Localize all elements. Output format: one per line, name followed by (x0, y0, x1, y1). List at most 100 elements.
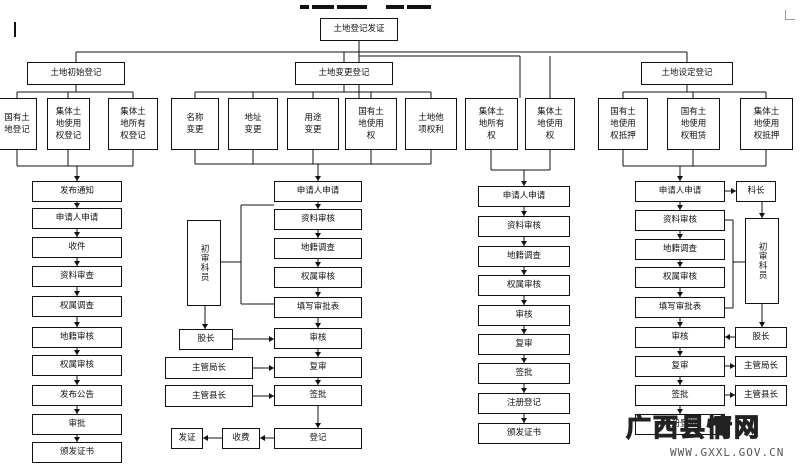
setting-step-8: 注册登记 (635, 414, 725, 435)
root-box: 土地登记发证 (320, 18, 398, 41)
change-type-1: 地址 变更 (228, 98, 278, 150)
connector-arrow-72 (202, 324, 208, 329)
connector-arrow-124 (677, 292, 683, 297)
change-bottom-fee: 收费 (222, 428, 260, 449)
connector-arrow-33 (74, 380, 80, 385)
change-step-2: 地籍调查 (274, 238, 362, 259)
change-step-4: 填写审批表 (274, 297, 362, 318)
connector-arrow-58 (315, 262, 321, 267)
setting-type-1: 国有土 地使用 权租赁 (667, 98, 720, 150)
ownership-step-6: 签批 (478, 363, 570, 384)
connector-arrow-78 (269, 393, 274, 399)
text-cursor (14, 22, 16, 37)
connector-arrow-97 (521, 300, 527, 305)
connector-arrow-136 (759, 213, 765, 218)
ownership-step-0: 申请人申请 (478, 186, 570, 207)
setting-step-5: 审核 (635, 327, 725, 348)
connector-arrow-66 (315, 380, 321, 385)
change-step-3: 权属审核 (274, 267, 362, 288)
setting-step-3: 权属审核 (635, 267, 725, 288)
connector-arrow-31 (74, 350, 80, 355)
initial-type-2: 集体土 地所有 权登记 (108, 98, 158, 150)
connector-arrow-146 (730, 363, 735, 369)
connector-arrow-54 (315, 204, 321, 209)
setting-step-2: 地籍调查 (635, 239, 725, 260)
connector-arrow-103 (521, 388, 527, 393)
change-step-7: 签批 (274, 385, 362, 406)
initial-registration-header: 土地初始登记 (27, 62, 125, 85)
initial-step-5: 地籍审核 (32, 327, 122, 348)
connector-arrow-84 (203, 435, 208, 441)
connector-arrow-76 (269, 365, 274, 371)
change-step-6: 复审 (274, 357, 362, 378)
connector-arrow-25 (74, 261, 80, 266)
watermark: 广西县情网 WWW.GXXL.GOV.CN (625, 408, 807, 473)
connector-arrow-130 (677, 380, 683, 385)
change-bottom-issue-cert: 发证 (171, 428, 203, 449)
setting-type-2: 集体土 地使用 权抵押 (740, 98, 793, 150)
connector-arrow-134 (731, 188, 736, 194)
initial-step-4: 权属调查 (32, 296, 122, 317)
connector-arrow-118 (677, 205, 683, 210)
connector-arrow-128 (677, 351, 683, 356)
change-preliminary-reviewer: 初审科员 (187, 220, 221, 306)
connector-arrow-93 (521, 241, 527, 246)
setting-step-0: 申请人申请 (635, 181, 725, 202)
setting-step-4: 填写审批表 (635, 297, 725, 318)
initial-step-9: 颁发证书 (32, 442, 122, 463)
ownership-type-0: 集体土 地所有 权 (465, 98, 518, 150)
change-step-5: 审核 (274, 328, 362, 349)
change-step-1: 资料审核 (274, 209, 362, 230)
connector-arrow-23 (74, 232, 80, 237)
change-type-3: 国有土 地使用 权 (345, 98, 397, 150)
connector-arrow-89 (521, 181, 527, 186)
setting-side-1: 主管局长 (735, 356, 787, 377)
change-step-8: 登记 (274, 428, 362, 449)
connector-arrow-64 (315, 352, 321, 357)
initial-step-2: 收件 (32, 237, 122, 258)
connector-arrow-80 (315, 423, 321, 428)
change-step-0: 申请人申请 (274, 181, 362, 202)
setting-section-chief: 科长 (736, 181, 776, 202)
page-corner-mark (785, 10, 795, 20)
connector-arrow-19 (74, 176, 80, 181)
connector-arrow-105 (521, 418, 527, 423)
ownership-step-2: 地籍调查 (478, 246, 570, 267)
initial-step-6: 权属审核 (32, 355, 122, 376)
connector-arrow-56 (315, 233, 321, 238)
setting-type-0: 国有土 地使用 权抵押 (598, 98, 648, 150)
change-type-2: 用途 变更 (287, 98, 339, 150)
connector-arrow-82 (260, 435, 265, 441)
setting-preliminary-reviewer: 初审科员 (745, 218, 779, 304)
initial-step-8: 审批 (32, 414, 122, 435)
connector-arrow-99 (521, 329, 527, 334)
connector-arrow-122 (677, 262, 683, 267)
setting-step-1: 资料审核 (635, 210, 725, 231)
ownership-step-4: 审核 (478, 305, 570, 326)
ownership-step-3: 权属审核 (478, 275, 570, 296)
connector-arrow-21 (74, 203, 80, 208)
change-registration-header: 土地变更登记 (295, 62, 393, 85)
connector-arrow-27 (74, 291, 80, 296)
initial-type-0: 国有土 地登记 (0, 98, 37, 150)
initial-type-1: 集体土 地使用 权登记 (47, 98, 90, 150)
ownership-step-7: 注册登记 (478, 393, 570, 414)
change-side-2: 主管县长 (165, 385, 253, 407)
ownership-step-8: 颁发证书 (478, 423, 570, 444)
cropped-title-fragment (300, 0, 460, 9)
connector-arrow-148 (730, 392, 735, 398)
ownership-step-5: 复审 (478, 334, 570, 355)
connector-arrow-116 (677, 176, 683, 181)
connector-arrow-60 (315, 292, 321, 297)
change-type-0: 名称 变更 (171, 98, 219, 150)
change-side-1: 主管局长 (165, 357, 253, 379)
ownership-type-1: 集体土 地使用 权 (525, 98, 575, 150)
ownership-step-1: 资料审核 (478, 216, 570, 237)
connector-arrow-52 (315, 176, 321, 181)
setting-step-7: 签批 (635, 385, 725, 406)
connector-arrow-29 (74, 322, 80, 327)
change-type-4: 土地他 项权利 (405, 98, 457, 150)
connector-arrow-132 (677, 409, 683, 414)
watermark-text: 广西县情网 (625, 412, 762, 442)
